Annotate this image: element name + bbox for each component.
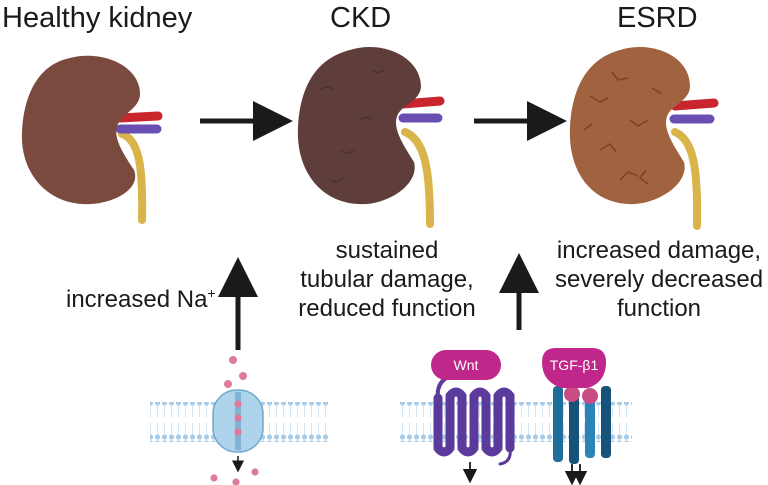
ureter bbox=[401, 128, 434, 228]
esrd-caption-line: function bbox=[616, 295, 702, 322]
ckd-title: CKD bbox=[330, 2, 392, 34]
ckd-kidney-illustration bbox=[297, 47, 445, 228]
esrd-caption-line: severely decreased bbox=[554, 266, 764, 293]
sodium-channel-membrane bbox=[150, 356, 328, 485]
ckd-caption-line: tubular damage, bbox=[300, 266, 474, 293]
tgf-beta-receptor bbox=[553, 386, 611, 464]
wnt-label: Wnt bbox=[454, 357, 479, 373]
healthy-kidney-title: Healthy kidney bbox=[2, 2, 193, 34]
ureter bbox=[118, 130, 147, 224]
esrd-kidney-shape bbox=[569, 47, 690, 205]
sodium-label-text: increased Na bbox=[66, 286, 208, 313]
sodium-charge: + bbox=[207, 285, 216, 301]
healthy-kidney-shape bbox=[21, 55, 141, 205]
wnt-ligand bbox=[431, 350, 501, 380]
esrd-caption-line: increased damage, bbox=[556, 237, 762, 264]
increased-sodium-label: increased Na+ bbox=[66, 285, 216, 314]
tgf-beta-label: TGF-β1 bbox=[550, 357, 599, 373]
ckd-kidney-shape bbox=[297, 47, 421, 205]
esrd-title: ESRD bbox=[617, 2, 698, 34]
esrd-caption: increased damage, severely decreased fun… bbox=[552, 236, 766, 323]
tgf-beta-ligand bbox=[542, 348, 606, 388]
artery bbox=[115, 111, 163, 123]
signaling-membrane: Wnt TGF-β1 bbox=[400, 348, 632, 485]
artery bbox=[398, 96, 445, 109]
healthy-kidney-illustration bbox=[21, 55, 163, 224]
artery bbox=[670, 98, 719, 111]
wnt-receptor bbox=[433, 374, 515, 466]
esrd-kidney-illustration bbox=[569, 47, 719, 230]
ckd-caption-line: sustained bbox=[335, 237, 439, 264]
ckd-caption: sustained tubular damage, reduced functi… bbox=[282, 236, 492, 323]
sodium-ions bbox=[210, 356, 259, 485]
ckd-caption-line: reduced function bbox=[298, 295, 476, 322]
ureter bbox=[671, 128, 702, 230]
